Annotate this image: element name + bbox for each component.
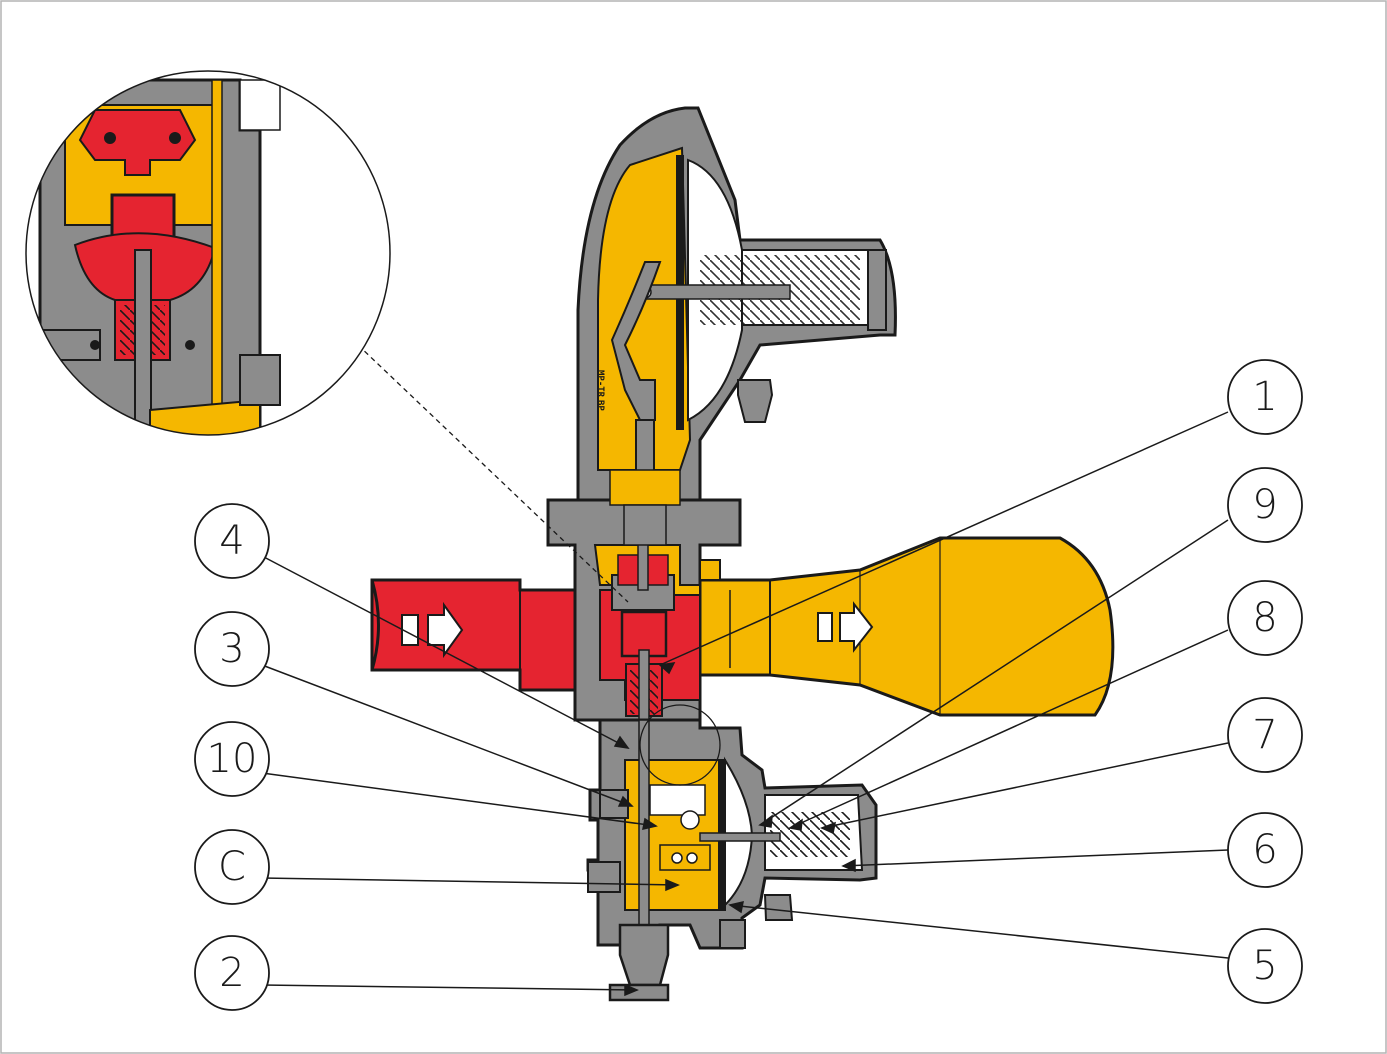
arrowhead-10-icon [642,817,658,830]
arrowhead-2-icon [624,983,639,997]
leader-5 [729,904,1229,959]
leader-3 [261,664,633,807]
safety-valve-body [586,718,878,1002]
callout-7-bubble [1227,697,1303,773]
callout-10-label: 10 [207,736,258,782]
arrowhead-1-icon [658,662,676,675]
outlet-pipe [698,536,1115,717]
leader-lines [261,411,1229,997]
leader-8 [789,629,1229,829]
arrowhead-3-icon [617,795,634,807]
callout-9-label: 9 [1252,482,1277,528]
callout-3-bubble [194,611,270,687]
leader-4 [261,555,629,749]
callout-1-bubble [1227,359,1303,435]
callout-5-label: 5 [1252,943,1277,989]
callout-10-bubble [194,721,270,797]
callout-7-label: 7 [1252,712,1277,758]
leader-10 [261,772,657,827]
zoom-detail [25,70,391,436]
callout-3-label: 3 [219,626,244,672]
outlet-flow-arrow-icon [817,601,874,653]
zoom-leader-line [357,344,629,603]
callout-4-label: 4 [219,518,244,564]
arrowhead-8-icon [788,818,803,831]
callout-c-bubble [194,829,270,905]
arrowhead-6-icon [841,858,856,873]
callout-1-label: 1 [1252,374,1277,420]
callout-6-bubble [1227,812,1303,888]
callout-2-bubble [194,935,270,1011]
callout-6-label: 6 [1252,827,1277,873]
leader-c [261,877,679,886]
callout-4-bubble [194,503,270,579]
stamp-bp: BP [595,400,605,411]
callout-c-label: C [218,844,246,890]
callout-5-bubble [1227,928,1303,1004]
arrowhead-4-icon [613,735,630,750]
callout-2-label: 2 [219,950,244,996]
arrowhead-c-icon [665,878,680,892]
leader-1 [659,411,1229,666]
callout-8-bubble [1227,580,1303,656]
pilot-bonnet [576,106,897,546]
leader-6 [842,849,1229,867]
leader-9 [759,519,1229,826]
leader-7 [821,742,1229,829]
arrowhead-9-icon [758,814,773,828]
leader-2 [261,984,638,991]
callout-9-bubble [1227,467,1303,543]
callout-8-label: 8 [1252,595,1277,641]
arrowhead-7-icon [820,821,837,835]
arrowhead-5-icon [728,901,744,914]
valve-body [546,498,742,741]
zoom-source-circle [639,704,721,786]
stamp-mp-tr: MP-TR [595,370,605,398]
